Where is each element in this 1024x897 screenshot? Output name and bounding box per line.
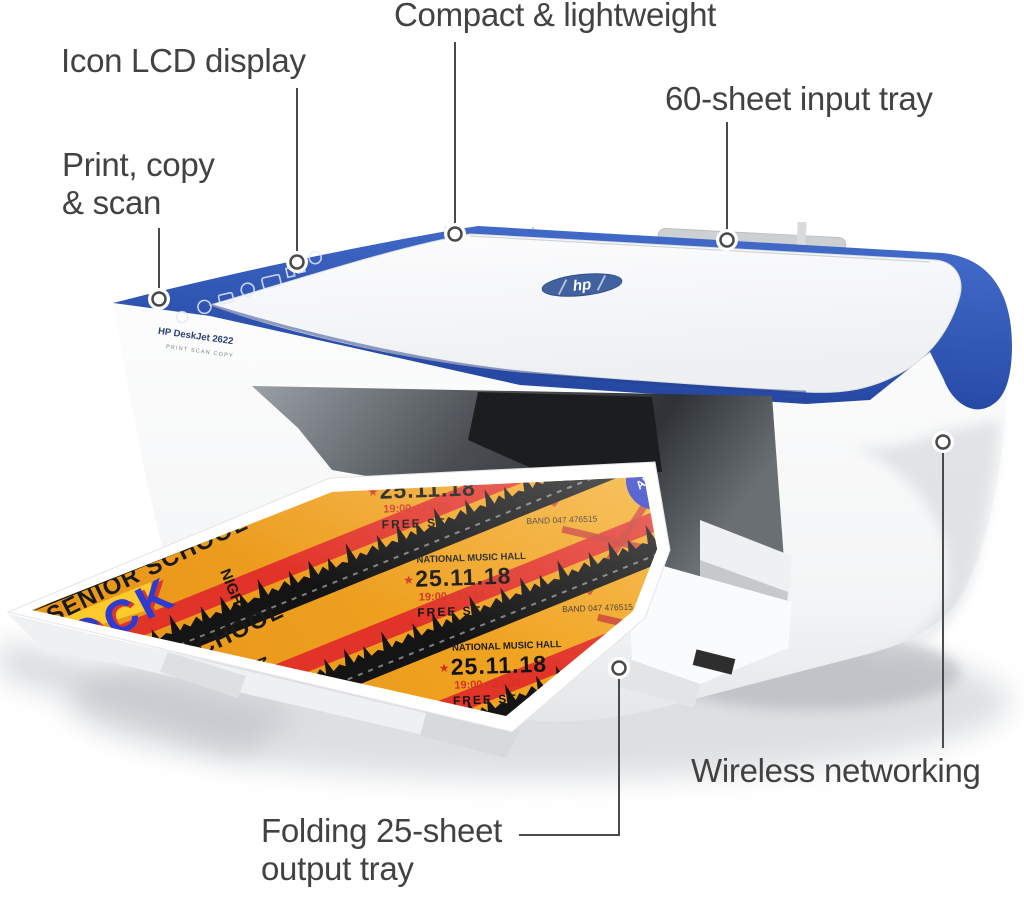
- callout-output-tray: Folding 25-sheet output tray: [261, 812, 502, 888]
- callout-print-copy-scan-line2: & scan: [62, 184, 162, 221]
- callout-dots: [148, 223, 954, 679]
- callout-output-tray-line2: output tray: [261, 850, 414, 887]
- callout-print-copy-scan: Print, copy & scan: [62, 146, 215, 222]
- output-tray: [8, 556, 792, 758]
- callout-output-tray-line1: Folding 25-sheet: [261, 812, 503, 849]
- connector-output-tray: [519, 678, 620, 836]
- callout-connectors: [158, 42, 944, 836]
- hp-logo-text: hp: [572, 276, 592, 295]
- callout-input-tray: 60-sheet input tray: [665, 80, 933, 117]
- callout-compact-lightweight: Compact & lightweight: [394, 0, 717, 33]
- printer-body-right-shade: [852, 420, 1000, 660]
- callout-print-copy-scan-line1: Print, copy: [62, 146, 215, 183]
- callout-icon-lcd-display: Icon LCD display: [61, 42, 306, 79]
- hp-logo: hp: [541, 273, 623, 297]
- callout-wireless-networking: Wireless networking: [691, 752, 981, 789]
- scanner-lid: [208, 233, 962, 394]
